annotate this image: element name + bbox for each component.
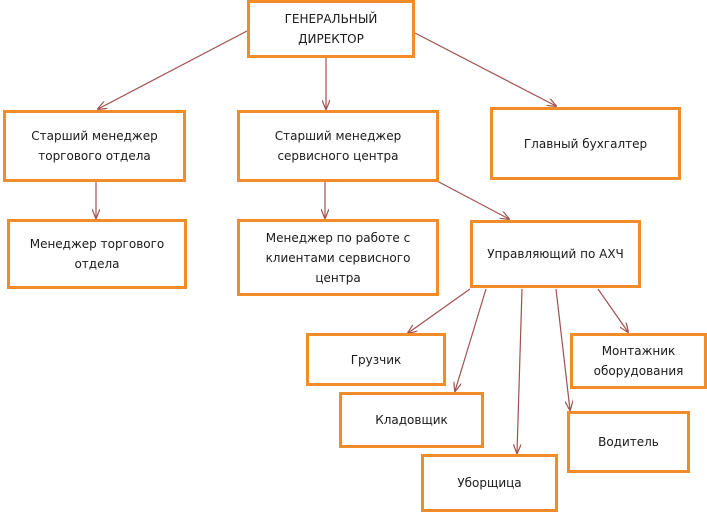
connector-upr-to-uborsh [517, 288, 523, 453]
node-loader-label: Грузчик [350, 352, 402, 367]
node-storekeeper-label: Кладовщик [375, 413, 448, 427]
node-client-manager: Менеджер по работе с клиентами сервисног… [237, 219, 439, 296]
node-chief-accountant: Главный бухгалтер [490, 107, 681, 180]
node-sales-manager: Менеджер торгового отдела [7, 219, 187, 289]
node-driver: Водитель [567, 411, 690, 473]
node-admin-manager-label: Управляющий по АХЧ [487, 247, 624, 261]
node-equipment-installer-label: Монтажник оборудования [593, 344, 684, 378]
node-cleaner-label: Уборщица [457, 476, 522, 490]
node-driver-label: Водитель [598, 435, 659, 449]
node-cleaner: Уборщица [421, 454, 558, 512]
connector-upr-to-mont [597, 288, 628, 332]
connector-gd-to-gb [414, 32, 556, 106]
node-storekeeper: Кладовщик [339, 392, 484, 448]
node-general-director-label: ГЕНЕРАЛЬНЫЙ ДИРЕКТОР [284, 12, 378, 46]
node-sales-manager-label: Менеджер торгового отдела [29, 237, 165, 271]
node-senior-manager-sales-label: Старший менеджер торгового отдела [31, 129, 158, 163]
connector-upr-to-klad [455, 288, 487, 391]
node-loader: Грузчик [306, 333, 446, 386]
node-chief-accountant-label: Главный бухгалтер [523, 136, 648, 151]
node-senior-manager-sales: Старший менеджер торгового отдела [3, 110, 186, 182]
node-equipment-installer: Монтажник оборудования [570, 333, 707, 389]
connector-gd-to-smto [98, 30, 248, 109]
connector-smsc-to-upr [436, 180, 509, 219]
node-client-manager-label: Менеджер по работе с клиентами сервисног… [265, 230, 411, 285]
connector-upr-to-vod [555, 288, 570, 410]
node-general-director: ГЕНЕРАЛЬНЫЙ ДИРЕКТОР [247, 0, 415, 58]
node-admin-manager: Управляющий по АХЧ [470, 220, 641, 288]
node-senior-manager-service: Старший менеджер сервисного центра [237, 110, 439, 182]
node-senior-manager-service-label: Старший менеджер сервисного центра [274, 129, 402, 163]
